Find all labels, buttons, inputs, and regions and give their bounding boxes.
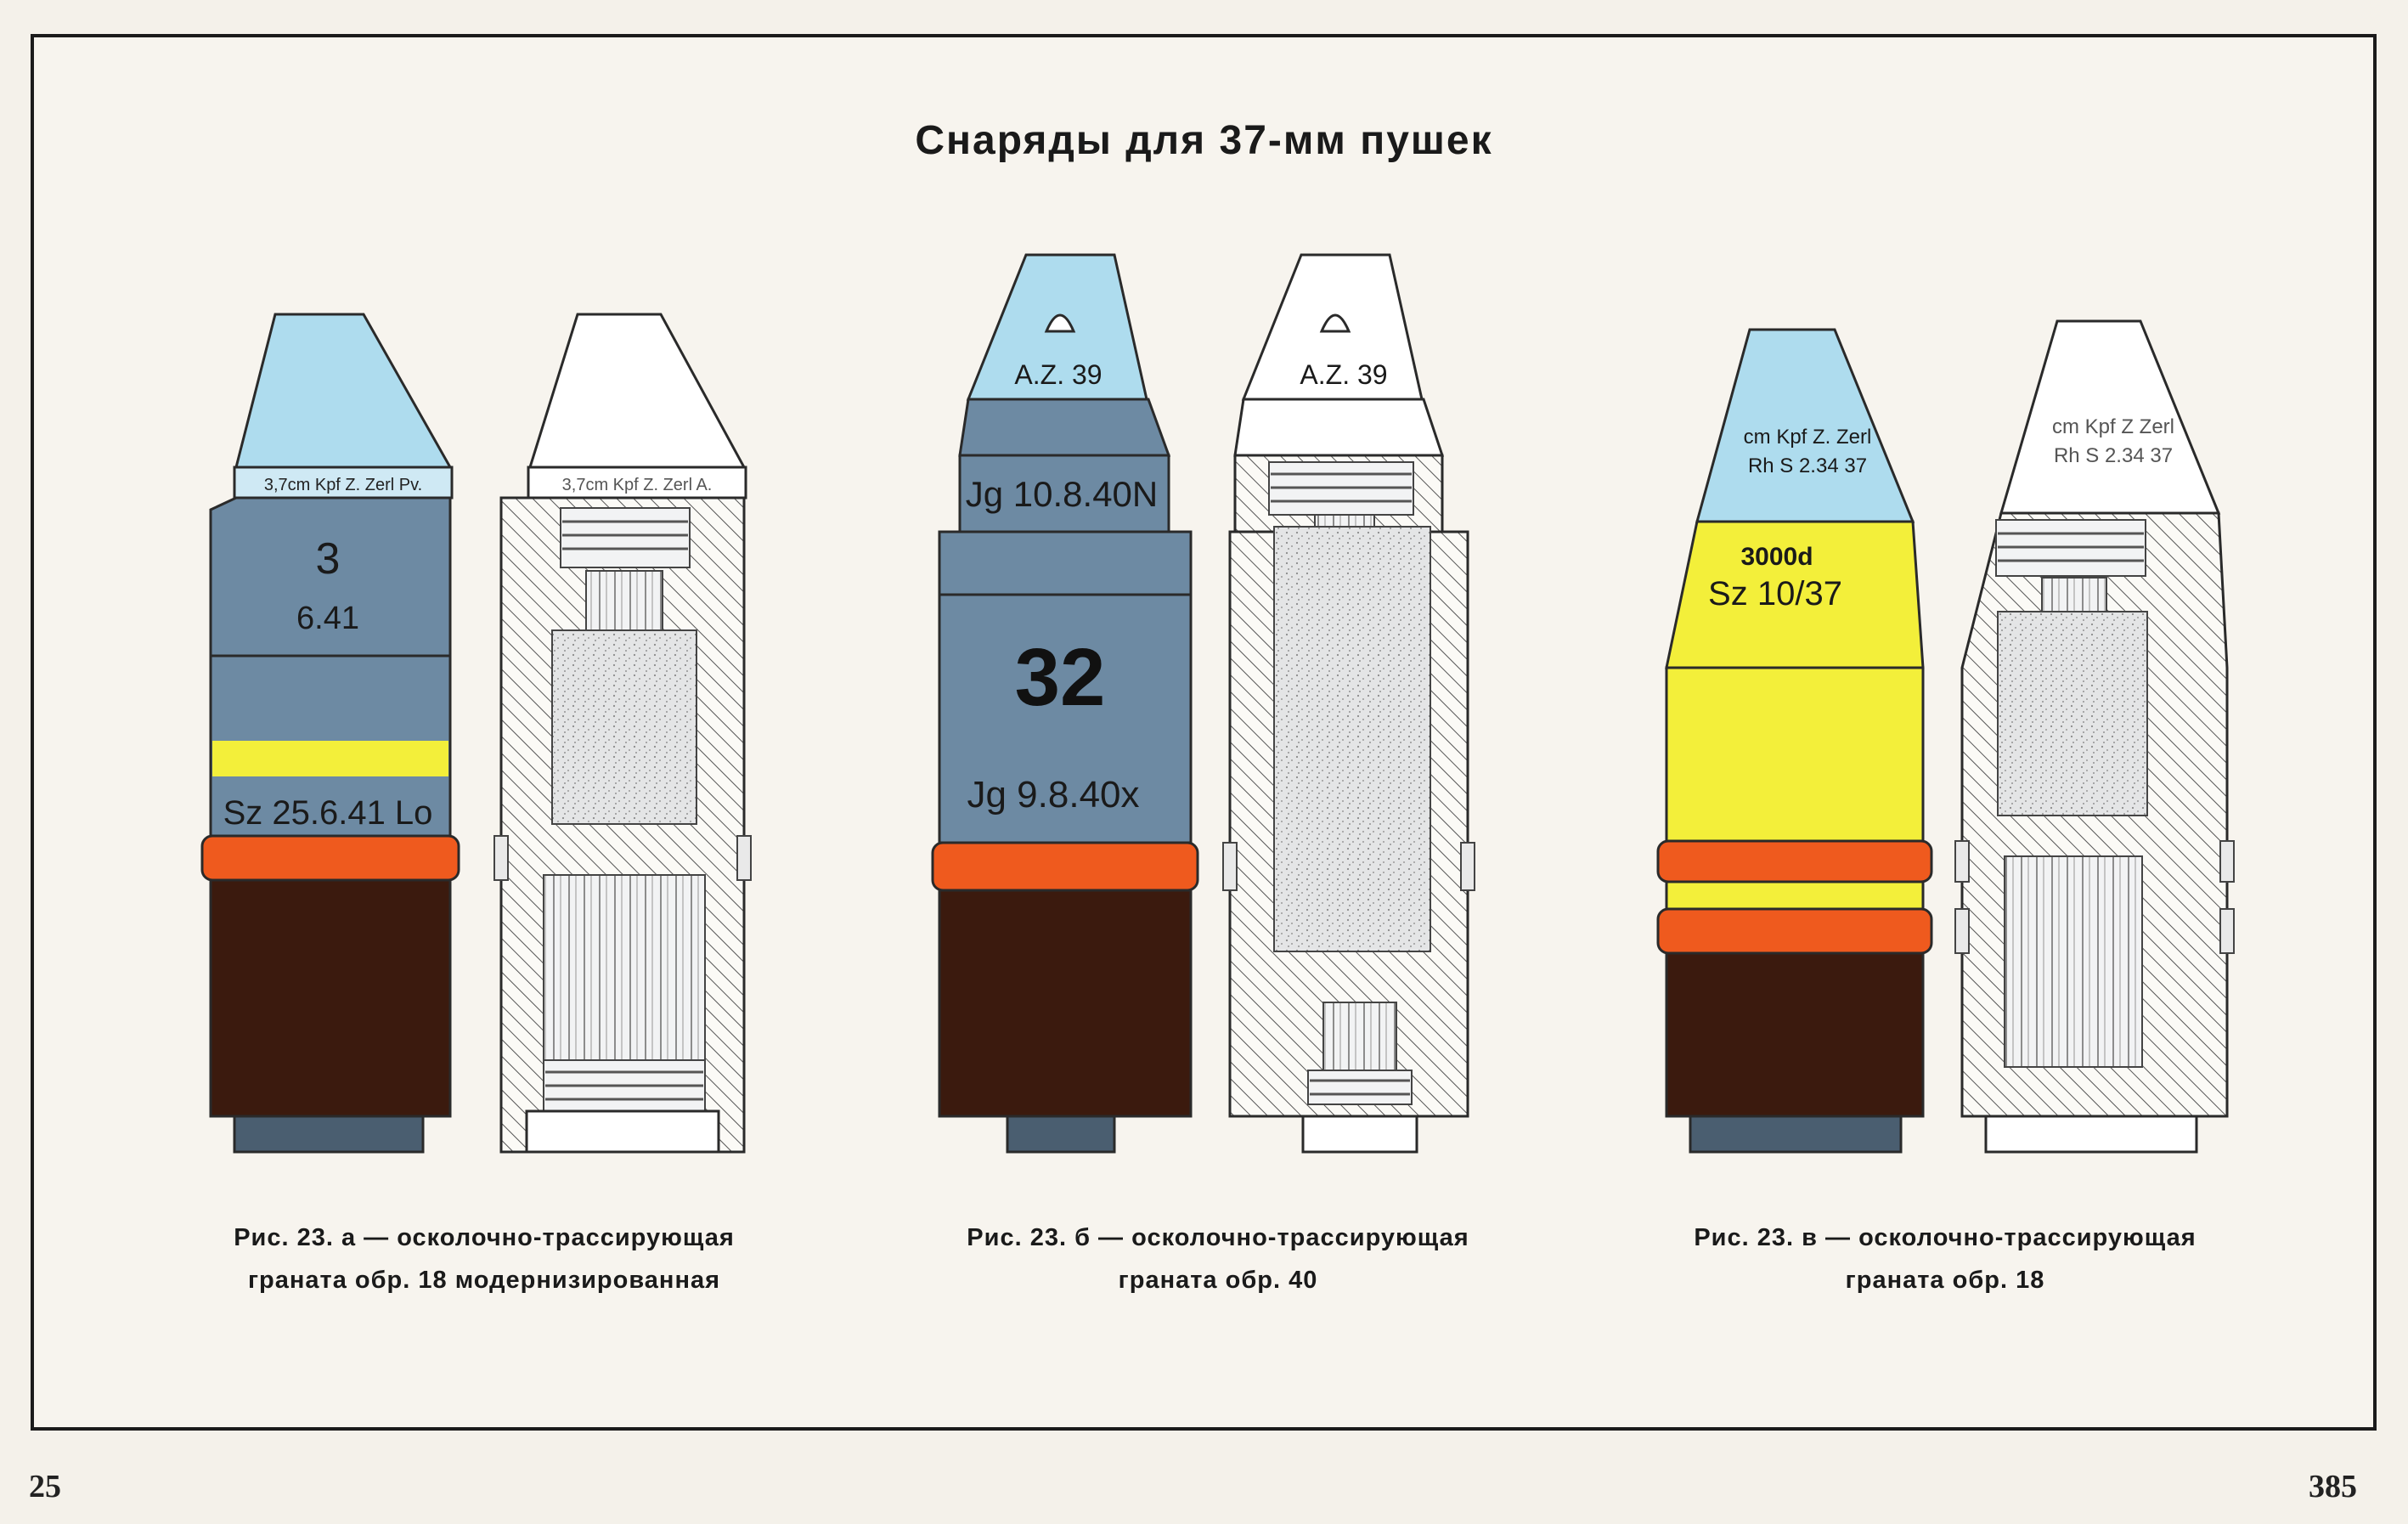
shell-a-base-plug [233, 1115, 425, 1154]
shell-b-cut-charge [1273, 526, 1431, 952]
shell-b-fuze-window [1044, 313, 1076, 333]
caption-a-line-2: граната обр. 18 модернизированная [247, 1267, 721, 1294]
shell-b-tracer-body [938, 889, 1193, 1118]
shell-c-lower-body [1665, 666, 1925, 924]
shell-c-cut-tracer [2004, 855, 2143, 1068]
shell-c-cut-charge [1997, 611, 2148, 816]
shell-b-cut-base [1301, 1115, 1418, 1154]
shell-a-cut-fuze-thread [560, 507, 691, 568]
caption-a: Рис. 23. а — осколочно-трассирующая гран… [161, 1216, 807, 1301]
shell-b-nose-ring [958, 398, 1171, 457]
shell-c-base-plug [1689, 1115, 1903, 1154]
shell-a-ogive [234, 313, 453, 469]
shell-c-tracer-body [1665, 951, 1925, 1118]
shell-a-cut-detonator [585, 570, 663, 631]
shell-c-driving-band-2 [1656, 907, 1933, 955]
caption-b-line-2: граната обр. 40 [1118, 1267, 1318, 1294]
caption-b: Рис. 23. б — осколочно-трассирующая гран… [895, 1216, 1541, 1301]
shell-a-tracer-body [209, 878, 452, 1118]
caption-c-line-2: граната обр. 18 [1845, 1267, 2045, 1294]
shell-c-driving-band-1 [1656, 839, 1933, 883]
shell-c-cutaway: cm Kpf Z Zerl Rh S 2.34 37 [1954, 319, 2235, 1154]
shell-a-cut-base [525, 1109, 720, 1154]
shell-b-fuze-marking: A.Z. 39 [1014, 359, 1102, 390]
page-number-right: 385 [2309, 1469, 2357, 1504]
page-title: Снаряды для 37-мм пушек [915, 118, 1493, 163]
shell-a-cut-ogive [527, 313, 747, 469]
shell-c-cut-fuze-marking-1: cm Kpf Z Zerl [2052, 415, 2174, 438]
shell-a-cut-charge [551, 629, 697, 825]
page-number-left: 25 [29, 1469, 61, 1504]
shell-a-driving-band [200, 834, 460, 882]
caption-c-line-1: Рис. 23. в — осколочно-трассирующая [1694, 1224, 2197, 1251]
shell-c-exterior: cm Kpf Z. Zerl Rh S 2.34 37 3000d Sz 10/… [1656, 328, 1933, 1154]
shell-a-body-number: 3 [316, 534, 341, 584]
shell-b-driving-band [931, 841, 1199, 892]
shell-b-upper-body [958, 454, 1170, 533]
shell-a-band-text: Sz 25.6.41 Lo [223, 794, 433, 832]
shell-c-fuze-marking-2: Rh S 2.34 37 [1748, 454, 1867, 477]
shell-b-cut-fuze-marking: A.Z. 39 [1300, 359, 1387, 390]
shell-a-body-date: 6.41 [296, 601, 359, 636]
shell-a-cut-tracer [543, 874, 706, 1061]
shell-b-main-body [938, 530, 1193, 844]
shell-b-exterior: A.Z. 39 Jg 10.8.40N 32 Jg 9.8.40x [931, 253, 1199, 1154]
shell-b-upper-marking: Jg 10.8.40N [966, 474, 1159, 514]
shell-c-fuze-marking-1: cm Kpf Z. Zerl [1744, 426, 1872, 449]
shell-c-cut-fuze-marking-2: Rh S 2.34 37 [2054, 444, 2173, 467]
caption-b-line-1: Рис. 23. б — осколочно-трассирующая [967, 1224, 1469, 1251]
shell-b-cut-tracer [1322, 1002, 1397, 1071]
caption-c: Рис. 23. в — осколочно-трассирующая гран… [1622, 1216, 2268, 1301]
shell-a-fuze-marking: 3,7cm Kpf Z. Zerl Pv. [264, 476, 422, 494]
shell-b-cutaway: A.Z. 39 [1222, 253, 1475, 1154]
shell-b-base-plug [1006, 1115, 1116, 1154]
shell-a-cutaway: 3,7cm Kpf Z. Zerl A. [493, 313, 752, 1154]
shell-a-yellow-band [212, 741, 448, 776]
shell-b-body-number: 32 [1015, 632, 1106, 723]
shell-c-body-marking-1: 3000d [1740, 543, 1813, 571]
shell-a-cut-fuze-marking: 3,7cm Kpf Z. Zerl A. [562, 476, 713, 494]
shell-c-body-marking-2: Sz 10/37 [1708, 575, 1842, 612]
caption-a-line-1: Рис. 23. а — осколочно-трассирующая [234, 1224, 735, 1251]
shell-a-exterior: 3,7cm Kpf Z. Zerl Pv. 3 6.41 Sz 25.6.41 … [200, 313, 460, 1154]
shell-b-lower-marking: Jg 9.8.40x [967, 774, 1139, 816]
shell-c-cut-base [1984, 1115, 2198, 1154]
